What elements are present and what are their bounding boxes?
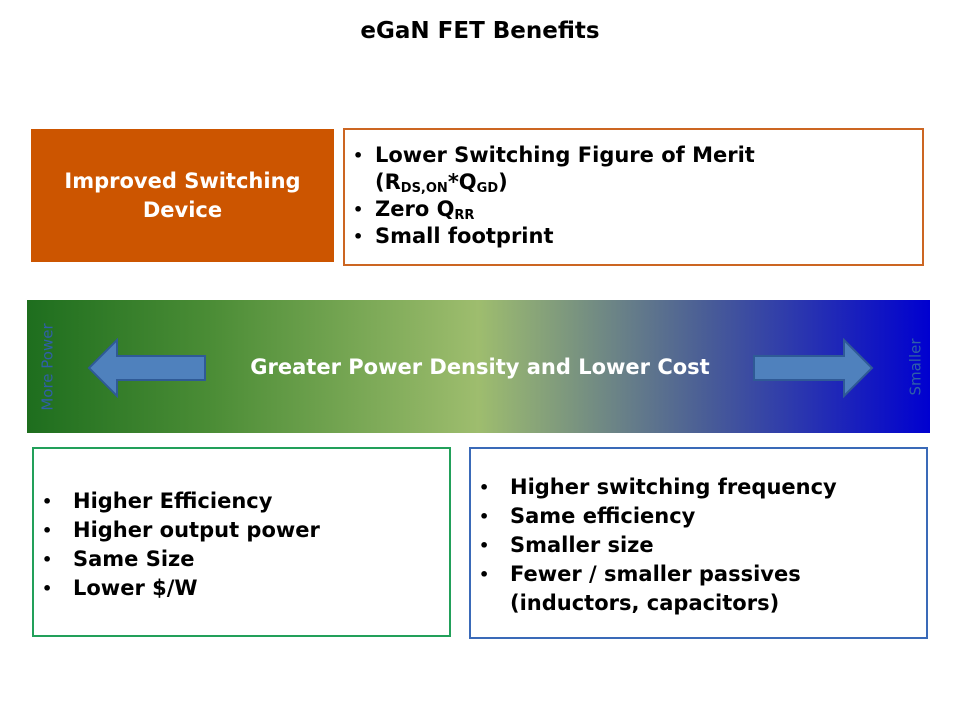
list-item: • Higher Efficiency [42, 487, 449, 516]
bullet: • [353, 200, 364, 219]
list-item-text: Lower $/W [73, 576, 198, 600]
bullet: • [353, 146, 364, 165]
list-item: • Lower $/W [42, 574, 449, 603]
smaller-benefits-box: • Higher switching frequency • Same effici… [469, 447, 928, 639]
device-box-line2: Device [142, 197, 223, 222]
list-item-text: (inductors, capacitors) [510, 591, 780, 615]
bullet: • [479, 478, 490, 497]
more-power-benefits-list: •Higher Efficiency •Higher output power … [42, 487, 449, 603]
formula-subscript: GD [476, 181, 499, 196]
bullet: • [42, 492, 53, 511]
device-box-line1: Improved Switching [64, 168, 301, 193]
list-item: • Same Size [42, 545, 449, 574]
list-item-text: Higher switching frequency [510, 475, 837, 499]
band-label: Greater Power Density and Lower Cost [250, 355, 710, 379]
list-item-text: Higher Efficiency [73, 489, 273, 513]
bullet: • [479, 507, 490, 526]
list-item: • Small footprint [353, 223, 922, 250]
list-item-text: Higher output power [73, 518, 320, 542]
left-arrow-icon [87, 338, 206, 398]
more-power-benefits-box: •Higher Efficiency •Higher output power … [32, 447, 451, 637]
bullet: • [42, 521, 53, 540]
formula-subscript: DS,ON [400, 181, 448, 196]
list-item-text: Zero Q [375, 197, 455, 221]
list-item: • Lower Switching Figure of Merit (RDS,O… [353, 142, 922, 196]
list-item: • Fewer / smaller passives (inductors, cap… [479, 560, 926, 618]
bullet: • [42, 550, 53, 569]
bullet: • [353, 227, 364, 246]
formula-part: *Q [447, 170, 477, 194]
list-item-text: Lower Switching Figure of Merit [375, 143, 755, 167]
formula: (RDS,ON*QGD) [375, 169, 922, 196]
device-benefits-box: • Lower Switching Figure of Merit (RDS,O… [343, 128, 924, 266]
list-item: • Same efficiency [479, 502, 926, 531]
list-item: • Higher output power [42, 516, 449, 545]
list-item: • Zero QRR [353, 196, 922, 223]
formula-part: (R [375, 170, 401, 194]
list-item: • Higher switching frequency [479, 473, 926, 502]
list-item-text: Same Size [73, 547, 195, 571]
formula-part: ) [498, 170, 508, 194]
list-item-text: Smaller size [510, 533, 654, 557]
list-item-text: Same efficiency [510, 504, 696, 528]
right-arrow-icon [753, 338, 874, 398]
bullet: • [479, 536, 490, 555]
list-item-text: Small footprint [375, 224, 554, 248]
slide-title: eGaN FET Benefits [360, 18, 600, 44]
smaller-benefits-list: • Higher switching frequency • Same effici… [479, 473, 926, 618]
device-benefits-list: • Lower Switching Figure of Merit (RDS,O… [353, 142, 922, 250]
bullet: • [42, 579, 53, 598]
subscript: RR [454, 208, 475, 223]
list-item-text: Fewer / smaller passives [510, 562, 801, 586]
power-density-gradient-band: More Power Smaller [27, 300, 930, 433]
bullet: • [479, 565, 490, 584]
list-item: • Smaller size [479, 531, 926, 560]
